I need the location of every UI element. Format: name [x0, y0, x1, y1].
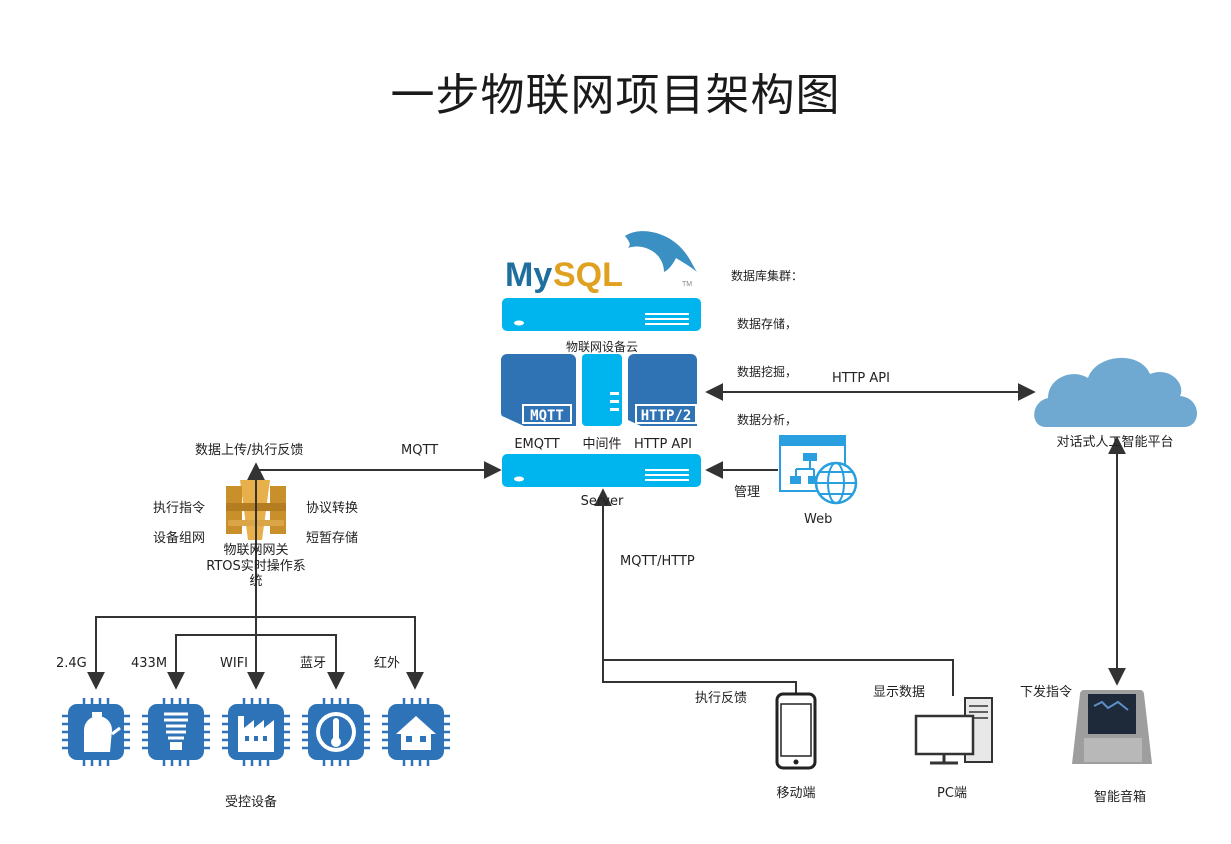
mqtt-http-link-label: MQTT/HTTP — [620, 554, 695, 569]
connection-lines — [87, 383, 1126, 696]
manage-link-label: 管理 — [734, 485, 761, 500]
radio-label-24g: 2.4G — [56, 656, 87, 671]
gateway-networking-label: 设备组网 — [153, 531, 206, 546]
mqtt-badge: MQTT — [530, 408, 564, 424]
devices-label: 受控设备 — [224, 795, 277, 810]
gateway-rtos-label: RTOS实时操作系 — [206, 559, 306, 574]
mobile-phone-icon — [775, 692, 817, 770]
house-icon — [382, 698, 450, 766]
bulb-icon — [142, 698, 210, 766]
mysql-logo-tm: TM — [682, 281, 692, 288]
thermometer-icon — [302, 698, 370, 766]
http-api-link-label: HTTP API — [832, 371, 890, 386]
gateway-name-label: 物联网网关 — [223, 543, 289, 558]
middleware-module-icon — [582, 354, 622, 426]
db-note-title: 数据库集群： — [731, 269, 804, 283]
mysql-logo: My SQL TM — [505, 231, 697, 294]
gateway-execute-label: 执行指令 — [153, 501, 206, 516]
middleware-label: 中间件 — [582, 437, 622, 452]
device-chips — [62, 698, 450, 766]
pc-label: PC端 — [937, 786, 967, 801]
kettle-icon — [62, 698, 130, 766]
mysql-logo-sql: SQL — [553, 256, 623, 294]
emqtt-module-icon: MQTT — [500, 354, 576, 426]
cloud-icon — [1034, 357, 1198, 427]
db-note-item: 数据分析， — [737, 413, 798, 427]
db-cluster-note: 数据库集群： 数据存储， 数据挖掘， 数据分析， — [731, 236, 803, 444]
display-data-link-label: 显示数据 — [873, 685, 926, 700]
app-server-icon — [502, 454, 701, 487]
gateway-storage-label: 短暂存储 — [306, 531, 359, 546]
radio-label-infrared: 红外 — [374, 656, 401, 671]
radio-label-433m: 433M — [131, 656, 168, 671]
mqtt-link-label: MQTT — [401, 443, 439, 458]
db-note-item: 数据存储， — [737, 317, 798, 331]
web-admin-icon — [779, 435, 858, 505]
emqtt-label: EMQTT — [514, 437, 560, 452]
pc-icon — [914, 697, 993, 765]
gateway-protocol-label: 协议转换 — [306, 501, 359, 516]
server-label: Server — [580, 494, 624, 509]
send-command-link-label: 下发指令 — [1020, 685, 1073, 700]
mysql-logo-my: My — [505, 256, 552, 294]
mobile-label: 移动端 — [776, 786, 816, 801]
http-api-module-icon: HTTP/2 — [628, 354, 697, 426]
diagram-title: 一步物联网项目架构图 — [390, 70, 841, 121]
iot-cloud-label: 物联网设备云 — [565, 340, 638, 354]
ai-platform-label: 对话式人工智能平台 — [1056, 435, 1174, 450]
smart-speaker-icon — [1072, 690, 1152, 764]
feedback-link-label: 执行反馈 — [695, 691, 748, 706]
gateway-upload-label: 数据上传/执行反馈 — [195, 443, 304, 458]
radio-label-wifi: WIFI — [220, 656, 248, 671]
smart-speaker-label: 智能音箱 — [1093, 790, 1146, 805]
radio-label-bluetooth: 蓝牙 — [300, 656, 327, 671]
gateway-rtos-tail: 统 — [249, 574, 263, 589]
db-note-item: 数据挖掘， — [737, 365, 798, 379]
http-api-module-label: HTTP API — [634, 437, 692, 452]
web-label: Web — [804, 512, 833, 527]
factory-icon — [222, 698, 290, 766]
database-server-icon — [502, 298, 701, 331]
http-badge: HTTP/2 — [641, 408, 692, 424]
